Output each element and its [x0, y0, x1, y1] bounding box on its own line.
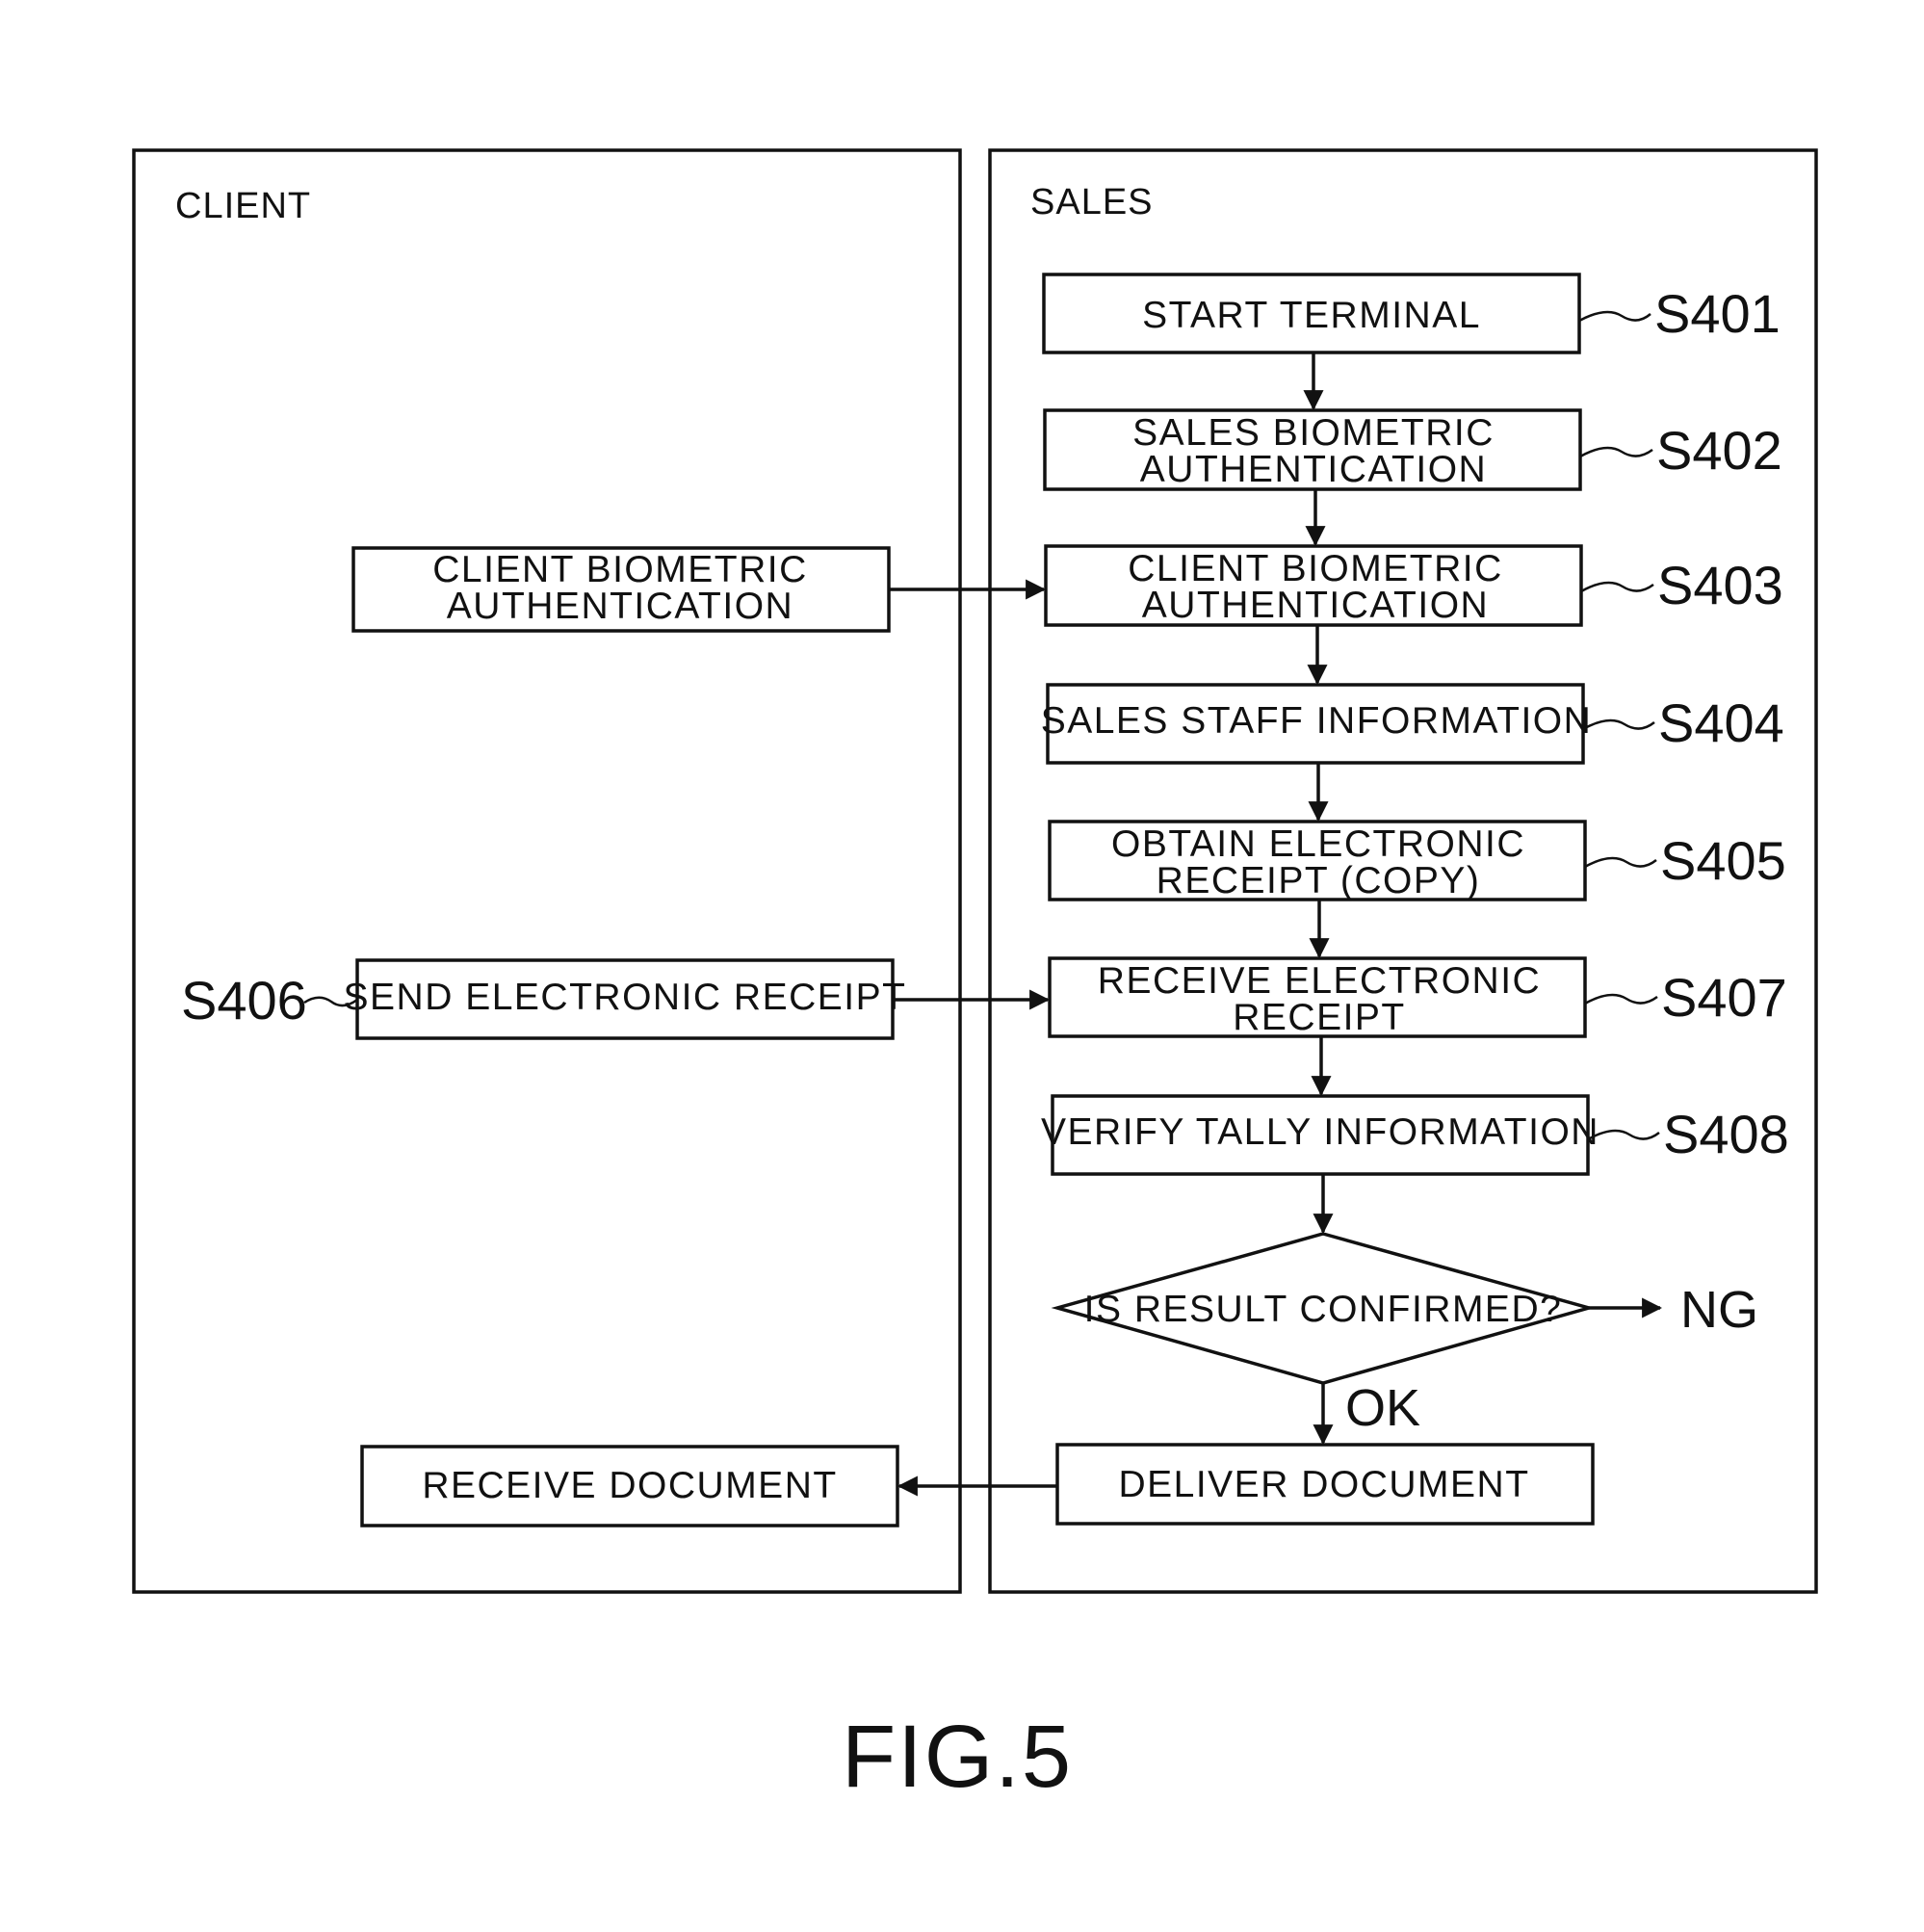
step-sales-staff-information: SALES STAFF INFORMATION — [1041, 685, 1593, 763]
client-lane — [134, 150, 960, 1592]
label-s404: S404 — [1658, 692, 1784, 753]
label-s407: S407 — [1661, 967, 1787, 1028]
step-sales-biometric-authentication: SALES BIOMETRIC AUTHENTICATION — [1045, 410, 1580, 490]
leader-s407 — [1585, 995, 1657, 1004]
label-s405: S405 — [1660, 830, 1786, 891]
client-step-biometric-authentication: CLIENT BIOMETRIC AUTHENTICATION — [353, 548, 889, 631]
client-send-receipt-text: SEND ELECTRONIC RECEIPT — [344, 977, 907, 1018]
client-step-receive-document: RECEIVE DOCUMENT — [362, 1447, 897, 1526]
decision-ok-label: OK — [1345, 1379, 1420, 1437]
leader-s404 — [1583, 720, 1654, 729]
label-s403: S403 — [1657, 555, 1783, 615]
step-client-biometric-authentication-sales: CLIENT BIOMETRIC AUTHENTICATION — [1046, 546, 1581, 626]
client-step-send-electronic-receipt: SEND ELECTRONIC RECEIPT — [344, 960, 907, 1038]
step-s405-line2: RECEIPT (COPY) — [1157, 860, 1481, 901]
client-lane-title: CLIENT — [175, 186, 311, 226]
step-verify-tally-information: VERIFY TALLY INFORMATION — [1041, 1096, 1599, 1174]
step-receive-electronic-receipt: RECEIVE ELECTRONIC RECEIPT — [1050, 958, 1585, 1038]
sales-lane-title: SALES — [1030, 182, 1154, 222]
figure-caption: FIG.5 — [842, 1708, 1073, 1806]
leader-s403 — [1581, 583, 1653, 591]
decision-ng-label: NG — [1680, 1281, 1758, 1339]
leader-s401 — [1579, 312, 1651, 321]
step-s403-line2: AUTHENTICATION — [1142, 585, 1489, 626]
step-s402-line1: SALES BIOMETRIC — [1132, 412, 1495, 454]
step-start-terminal: START TERMINAL — [1044, 274, 1579, 352]
step-s408-text: VERIFY TALLY INFORMATION — [1041, 1111, 1599, 1153]
client-receive-document-text: RECEIVE DOCUMENT — [422, 1465, 837, 1506]
decision-text: IS RESULT CONFIRMED? — [1084, 1289, 1563, 1330]
client-biometric-line2: AUTHENTICATION — [447, 586, 793, 627]
step-deliver-text: DELIVER DOCUMENT — [1118, 1464, 1529, 1505]
label-s401: S401 — [1654, 283, 1781, 344]
decision-result-confirmed: IS RESULT CONFIRMED? — [1057, 1234, 1589, 1383]
step-s402-line2: AUTHENTICATION — [1140, 449, 1487, 490]
step-s405-line1: OBTAIN ELECTRONIC — [1111, 823, 1525, 865]
leader-s405 — [1585, 858, 1656, 867]
step-obtain-electronic-receipt: OBTAIN ELECTRONIC RECEIPT (COPY) — [1050, 822, 1585, 901]
step-s407-line1: RECEIVE ELECTRONIC — [1098, 960, 1541, 1002]
step-deliver-document: DELIVER DOCUMENT — [1057, 1445, 1593, 1524]
step-start-terminal-text: START TERMINAL — [1142, 295, 1481, 336]
label-s406: S406 — [181, 970, 307, 1031]
client-biometric-line1: CLIENT BIOMETRIC — [432, 549, 808, 590]
label-s402: S402 — [1656, 420, 1782, 481]
label-s408: S408 — [1663, 1104, 1789, 1164]
step-s403-line1: CLIENT BIOMETRIC — [1128, 548, 1503, 589]
step-s404-text: SALES STAFF INFORMATION — [1041, 700, 1593, 742]
leader-s402 — [1580, 448, 1652, 457]
step-s407-line2: RECEIPT — [1233, 997, 1406, 1038]
